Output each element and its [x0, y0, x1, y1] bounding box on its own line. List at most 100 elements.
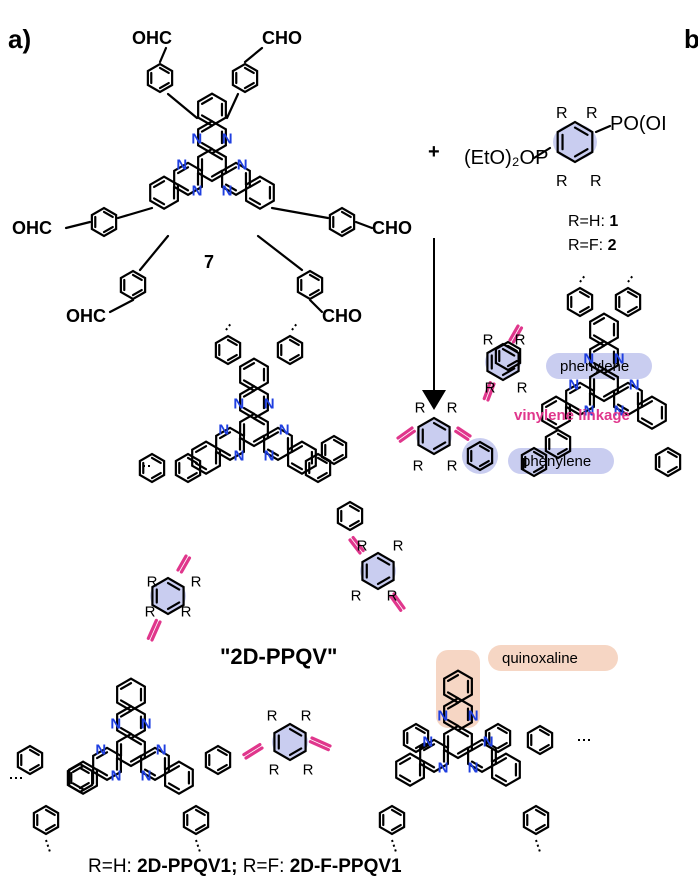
benzene-ring: [636, 395, 667, 430]
double-bond: [194, 823, 206, 832]
vinylene-bond: [392, 592, 406, 610]
nitrogen-atom: N: [422, 733, 433, 750]
vinylene-bond: [348, 538, 362, 555]
double-bond: [226, 338, 238, 347]
tag-vinylene-linkage: vinylene linkage: [514, 407, 630, 424]
double-bond: [216, 763, 228, 772]
double-bond: [252, 434, 266, 443]
double-bond: [501, 367, 516, 377]
benzene-ring: [328, 206, 356, 238]
double-bond: [348, 519, 360, 528]
r-substituent: R: [485, 380, 496, 397]
double-bond: [200, 97, 214, 105]
double-bond: [102, 225, 114, 234]
single-bond: [594, 124, 612, 134]
benzene-ring: [182, 804, 210, 836]
truncation-bond: [579, 273, 587, 283]
benzene-ring: [151, 576, 185, 616]
double-bond: [288, 727, 303, 737]
double-bond: [152, 180, 166, 189]
double-bond: [194, 808, 206, 817]
plus-sign: +: [428, 141, 440, 163]
double-bond: [248, 197, 262, 206]
double-bond: [218, 431, 232, 440]
double-bond: [626, 305, 638, 314]
double-bond: [119, 709, 133, 718]
benzene-ring: [16, 744, 44, 776]
benzene-ring: [286, 440, 317, 475]
double-bond: [532, 465, 544, 474]
double-bond: [592, 344, 606, 353]
nitrogen-atom: N: [568, 376, 579, 393]
r-substituent: R: [393, 538, 404, 555]
double-bond: [242, 389, 256, 398]
nitrogen-atom: N: [614, 403, 625, 420]
panel-label-b: b: [684, 24, 698, 54]
double-bond: [150, 456, 162, 465]
nitrogen-atom: N: [279, 421, 290, 438]
tag-phenylene-2: phenylene: [522, 453, 591, 470]
single-bond: [158, 46, 168, 64]
nitrogen-atom: N: [222, 130, 233, 147]
vinylene-bonds: [146, 324, 524, 760]
double-bond: [200, 124, 214, 133]
reagent-variant-1: R=H: 1: [568, 213, 618, 230]
benzene-ring: [589, 312, 619, 347]
double-bond: [390, 823, 402, 832]
nitrogen-atom: N: [437, 707, 448, 724]
reagent-left-group: (EtO)₂OP: [464, 147, 548, 169]
double-bond: [290, 462, 304, 471]
double-bond: [556, 432, 568, 441]
benzene-ring: [116, 732, 146, 768]
double-bond: [266, 431, 280, 440]
truncation-bond: [291, 321, 299, 331]
double-bond: [506, 359, 518, 368]
benzene-ring: [214, 334, 242, 366]
double-bond: [398, 774, 412, 783]
double-bond: [340, 210, 352, 219]
double-bond: [446, 718, 460, 727]
vinylene-bond: [396, 426, 414, 440]
double-bond: [288, 338, 300, 347]
monomer-cho-mid-left: OHC: [12, 218, 52, 238]
reagent-ring-highlight: [553, 124, 597, 160]
monomer-number: 7: [204, 252, 214, 272]
double-bond: [95, 751, 109, 760]
benzene-ring: [146, 62, 174, 94]
double-bond: [143, 751, 157, 760]
double-bond: [501, 347, 516, 357]
double-bond: [200, 141, 214, 150]
double-bond: [131, 288, 143, 297]
double-bond: [398, 757, 412, 766]
nitrogen-atom: N: [191, 130, 202, 147]
double-bond: [414, 726, 426, 735]
double-bond: [158, 81, 170, 90]
benzene-ring: [490, 752, 521, 787]
tag-phenylene-1: phenylene: [560, 358, 629, 375]
benzene-ring: [443, 724, 473, 760]
double-bond: [210, 169, 224, 178]
quinoxaline-tag-bg: [488, 645, 618, 671]
single-bond: [225, 92, 240, 120]
benzene-ring: [138, 452, 166, 484]
nitrogen-atom: N: [141, 715, 152, 732]
double-bond: [150, 471, 162, 480]
r-substituent: R: [181, 604, 192, 621]
r-substituent: R: [517, 380, 528, 397]
tag-quinoxaline: quinoxaline: [502, 650, 578, 667]
nitrogen-atom: N: [218, 421, 229, 438]
benzene-ring: [654, 446, 682, 478]
r-substituent: R: [351, 588, 362, 605]
benzene-ring: [116, 677, 146, 712]
double-bond: [456, 746, 470, 755]
benzene-ring: [244, 175, 275, 210]
benzene-ring: [589, 367, 619, 403]
truncation-bond: [195, 839, 201, 853]
double-bond: [446, 674, 460, 682]
monomer-cho-bottom-right: CHO: [322, 306, 362, 326]
double-bond: [166, 581, 181, 591]
double-bond: [478, 444, 490, 453]
benzene-ring: [520, 446, 548, 478]
double-bond: [243, 66, 255, 75]
